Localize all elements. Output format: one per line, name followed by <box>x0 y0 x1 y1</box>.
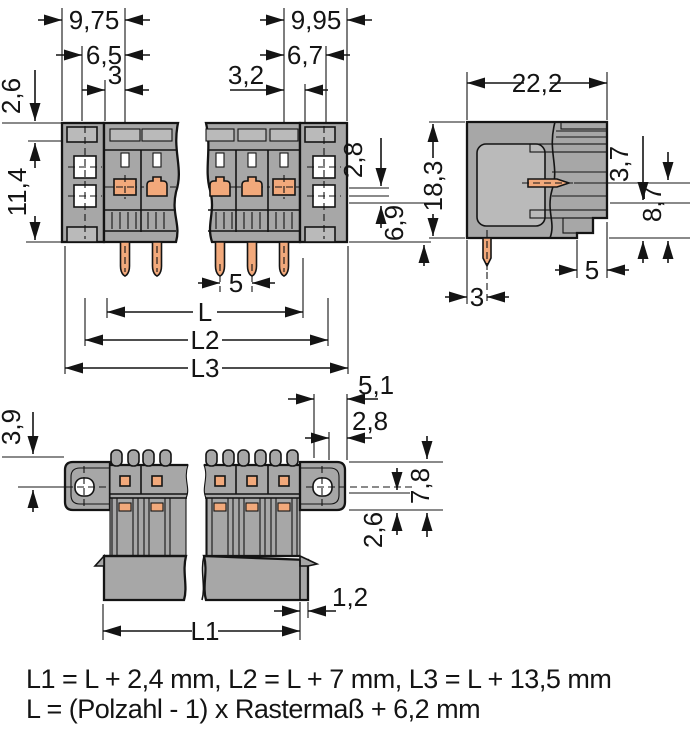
bottom-segment-b <box>203 449 301 557</box>
dim-front-L3: L3 <box>191 353 220 383</box>
dim-bottom-3-9: 3,9 <box>0 409 26 445</box>
side-hatch-strip <box>560 121 608 130</box>
dim-bottom-L1: L1 <box>191 616 220 646</box>
side-view-dimensions: 22,2 18,3 3,7 8,7 5 3 <box>418 68 690 312</box>
side-hatch-foot <box>562 217 594 234</box>
dim-front-9-75: 9,75 <box>69 5 120 35</box>
front-view <box>60 121 349 277</box>
contact-socket <box>209 176 231 197</box>
bottom-right-flange <box>298 460 413 512</box>
bottom-view-dimensions: 3,9 5,1 2,8 7,8 2,6 1,2 L1 <box>0 370 443 646</box>
front-view-dimensions: 9,75 6,5 3 2,6 11,4 9,95 6,7 3,2 2,8 6,9 <box>0 5 431 383</box>
dim-front-6-7: 6,7 <box>287 40 323 70</box>
formula-line-1: L1 = L + 2,4 mm, L2 = L + 7 mm, L3 = L +… <box>26 664 611 694</box>
dim-front-6-5: 6,5 <box>86 40 122 70</box>
side-hatch-strip <box>529 143 608 153</box>
dim-front-2-6: 2,6 <box>0 78 26 114</box>
front-segment-b <box>204 121 302 244</box>
dim-side-5: 5 <box>585 255 599 285</box>
front-segment-a <box>102 121 180 244</box>
dim-front-9-95: 9,95 <box>291 5 342 35</box>
dim-side-3: 3 <box>470 282 484 312</box>
front-right-flange <box>298 121 349 244</box>
front-solder-pins <box>119 241 290 277</box>
dim-front-6-9: 6,9 <box>379 205 409 241</box>
dim-side-8-7: 8,7 <box>637 186 667 222</box>
dim-bottom-2-6: 2,6 <box>358 512 388 548</box>
dim-side-18-3: 18,3 <box>418 161 448 212</box>
dim-front-11-4: 11,4 <box>2 168 32 217</box>
dim-side-22-2: 22,2 <box>512 68 563 98</box>
side-view <box>465 120 609 270</box>
contact-socket <box>241 176 263 197</box>
front-left-flange <box>60 121 106 244</box>
bottom-view <box>63 449 413 602</box>
dim-bottom-2-8: 2,8 <box>352 406 388 436</box>
dim-bottom-1-2: 1,2 <box>332 582 368 612</box>
formula-line-2: L = (Polzahl - 1) x Rastermaß + 6,2 mm <box>26 694 480 724</box>
dim-front-3-2: 3,2 <box>228 60 264 90</box>
dim-front-pitch-5: 5 <box>229 268 243 298</box>
dim-front-3: 3 <box>108 60 122 90</box>
contact-socket <box>146 176 168 197</box>
dim-front-L: L <box>198 297 212 327</box>
dim-front-2-8: 2,8 <box>338 142 368 178</box>
dim-bottom-5-1: 5,1 <box>358 370 394 400</box>
formula-block: L1 = L + 2,4 mm, L2 = L + 7 mm, L3 = L +… <box>26 664 612 724</box>
dim-side-3-7: 3,7 <box>604 146 634 182</box>
dim-front-L2: L2 <box>191 325 220 355</box>
dim-bottom-7-8: 7,8 <box>405 468 435 504</box>
bottom-segment-a <box>109 449 189 557</box>
bottom-skirt <box>93 553 320 602</box>
bottom-left-flange <box>63 460 112 512</box>
